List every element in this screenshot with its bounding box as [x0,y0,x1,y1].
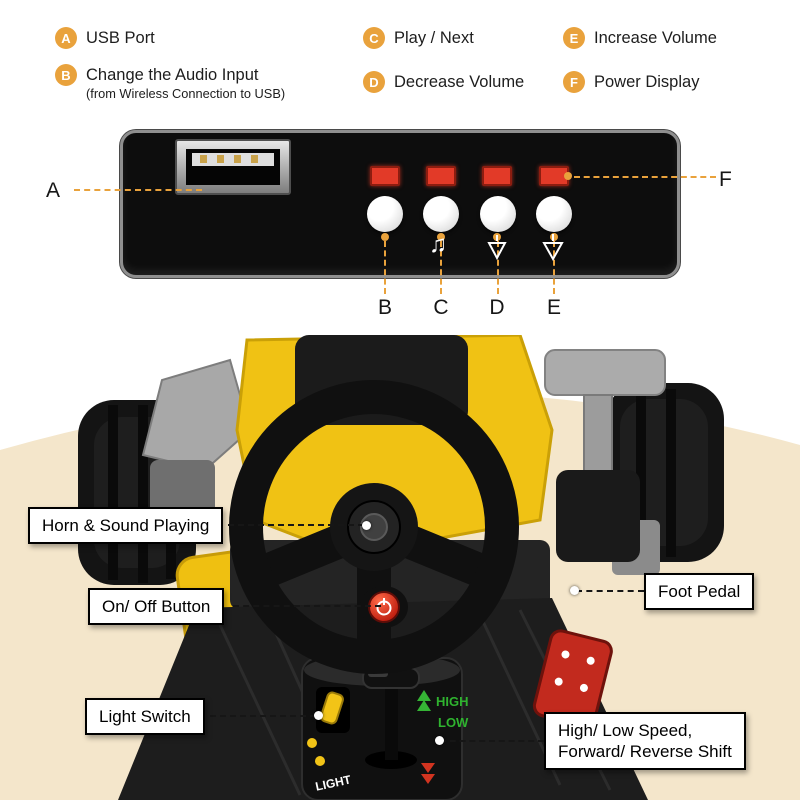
shift-callout-line1: High/ Low Speed, [558,721,693,740]
legend-label-increase-volume: Increase Volume [594,29,717,47]
power-callout: On/ Off Button [88,588,225,625]
button-c-line [440,241,442,294]
pedal-callout: Foot Pedal [644,573,755,610]
panel-letter-f: F [719,168,732,191]
legend-label-audio-input-sub: (from Wireless Connection to USB) [86,86,286,101]
power-display-led-3 [482,166,512,186]
arrow-up-icon [417,700,431,711]
play-next-button [423,196,459,232]
legend-item-increase-volume: E Increase Volume [563,27,717,49]
button-b-dot [381,233,389,241]
legend-label-audio-input: Change the Audio Input (from Wireless Co… [86,64,285,101]
pedal-callout-dot [570,586,579,595]
horn-button [360,513,388,541]
power-display-led-1 [370,166,400,186]
legend-label-decrease-volume: Decrease Volume [394,73,525,91]
usb-port-pins [200,155,266,163]
music-note-icon: ♫ [429,231,447,258]
shift-callout-line [440,740,544,742]
bulb-icon [315,756,325,766]
legend-item-audio-input: B Change the Audio Input (from Wireless … [55,64,285,101]
low-label: LOW [438,715,469,730]
light-callout: Light Switch [85,698,205,735]
legend-badge-b: B [55,64,77,86]
pedal-callout-line [576,590,644,592]
legend-item-play-next: C Play / Next [363,27,474,49]
power-button [360,586,408,628]
horn-callout: Horn & Sound Playing [28,507,224,544]
legend-item-decrease-volume: D Decrease Volume [363,71,524,93]
shift-callout: High/ Low Speed, Forward/ Reverse Shift [544,712,746,770]
arrow-up-icon [417,690,431,701]
panel-letter-c: C [433,296,449,319]
power-display-callout-line [574,176,716,178]
button-d-line [497,241,499,294]
arrow-down-icon [421,763,435,773]
legend-badge-a: A [55,27,77,49]
decrease-volume-button [480,196,516,232]
legend-label-play-next: Play / Next [394,29,474,47]
horn-callout-dot [362,521,371,530]
shift-callout-line2: Forward/ Reverse Shift [558,742,732,761]
button-c-dot [437,233,445,241]
legend-badge-f: F [563,71,585,93]
panel-letter-e: E [546,296,561,319]
light-callout-dot [314,711,323,720]
light-callout-line [210,715,316,717]
power-display-callout-dot [564,172,572,180]
legend-label-usb-port: USB Port [86,29,155,47]
panel-letter-a: A [46,179,61,202]
legend-label-audio-input-main: Change the Audio Input [86,66,259,84]
legend-label-power-display: Power Display [594,73,700,91]
right-fender [556,470,640,562]
steering-rim [229,380,519,674]
bulb-icon [307,738,317,748]
horn-callout-line [228,524,364,526]
button-e-line [553,241,555,294]
ride-on-toy-photo: LIGHT HIGH LOW [0,335,800,800]
speed-markings: HIGH LOW [417,690,469,784]
usb-callout-line [74,189,202,191]
volume-down-arrow-icon [487,235,507,260]
audio-input-button [367,196,403,232]
panel-letter-b: B [377,296,392,319]
legend-badge-d: D [363,71,385,93]
legend-badge-c: C [363,27,385,49]
right-loader-arm [544,349,666,396]
legend-badge-e: E [563,27,585,49]
button-b-line [384,241,386,294]
left-frame-block [150,460,215,520]
power-display-led-2 [426,166,456,186]
volume-up-arrow-icon [542,234,564,261]
arrow-down-icon [421,774,435,784]
legend-item-power-display: F Power Display [563,71,699,93]
shift-callout-dot [435,736,444,745]
legend-item-usb-port: A USB Port [55,27,155,49]
increase-volume-button [536,196,572,232]
high-label: HIGH [436,694,469,709]
power-callout-line [233,605,381,607]
panel-letter-d: D [489,296,505,319]
